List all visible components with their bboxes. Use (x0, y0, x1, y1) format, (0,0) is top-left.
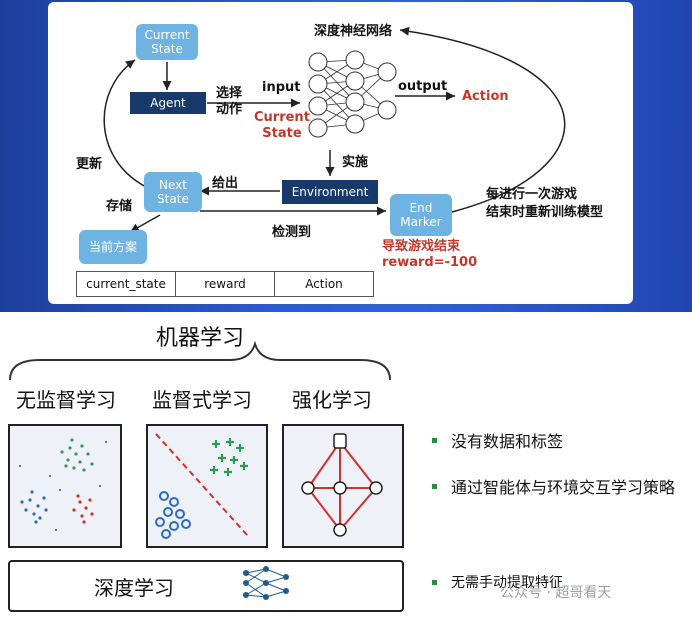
unsupervised-clusters-image (8, 424, 122, 548)
bullet-unsupervised: 没有数据和标签 (432, 428, 563, 452)
current-plan-box: 当前方案 (79, 230, 147, 264)
output-label: output (398, 79, 448, 94)
category-reinforcement: 强化学习 (292, 388, 372, 412)
bullet-text: 通过智能体与环境交互学习策略 (451, 478, 676, 497)
end-marker-box: End Marker (390, 194, 452, 236)
bullet-dot-icon (432, 437, 437, 443)
table-col-reward: reward (176, 272, 275, 296)
table-col-current-state: current_state (77, 272, 176, 296)
ml-title: 机器学习 (156, 326, 245, 351)
store-label: 存储 (106, 199, 133, 214)
environment-box: Environment (282, 180, 378, 204)
neural-network-icon (308, 50, 397, 138)
deep-learning-box (8, 560, 404, 612)
agent-box: Agent (130, 92, 206, 114)
bullet-reinforcement: 通过智能体与环境交互学习策略 (432, 474, 675, 498)
bullet-text: 无需手动提取特征 (451, 575, 563, 591)
select-action-label: 选择 动作 (216, 86, 243, 117)
action-red-label: Action (462, 89, 509, 104)
update-label: 更新 (76, 157, 103, 172)
neural-net-small-icon (243, 566, 289, 600)
deep-learning-label: 深度学习 (94, 576, 174, 600)
detect-label: 检测到 (272, 225, 312, 240)
category-unsupervised: 无监督学习 (16, 388, 116, 412)
implement-label: 实施 (342, 155, 369, 170)
nn-title: 深度神经网络 (314, 24, 393, 39)
bullet-deep-learning: 无需手动提取特征 (432, 572, 563, 592)
bullet-dot-icon (432, 483, 437, 489)
give-label: 给出 (212, 176, 239, 191)
bullet-dot-icon (432, 579, 437, 585)
current-state-red-label: Current State (254, 110, 310, 141)
next-state-box: Next State (144, 172, 202, 212)
supervised-classification-image (146, 424, 268, 548)
watermark: 公众号 · 超哥看天 (500, 585, 612, 601)
replay-memory-table: current_state reward Action (76, 271, 374, 297)
game-over-label: 导致游戏结束 reward=-100 (382, 239, 478, 270)
bullet-text: 没有数据和标签 (451, 432, 564, 451)
ml-brace (9, 340, 391, 381)
reinforcement-graph-image (282, 424, 404, 548)
current-state-box: Current State (136, 24, 198, 60)
table-col-action: Action (305, 277, 343, 291)
category-supervised: 监督式学习 (152, 388, 252, 412)
retrain-label: 每进行一次游戏 结束时重新训练模型 (486, 187, 604, 220)
input-label: input (262, 80, 301, 95)
rl-diagram-arrows (103, 26, 566, 233)
